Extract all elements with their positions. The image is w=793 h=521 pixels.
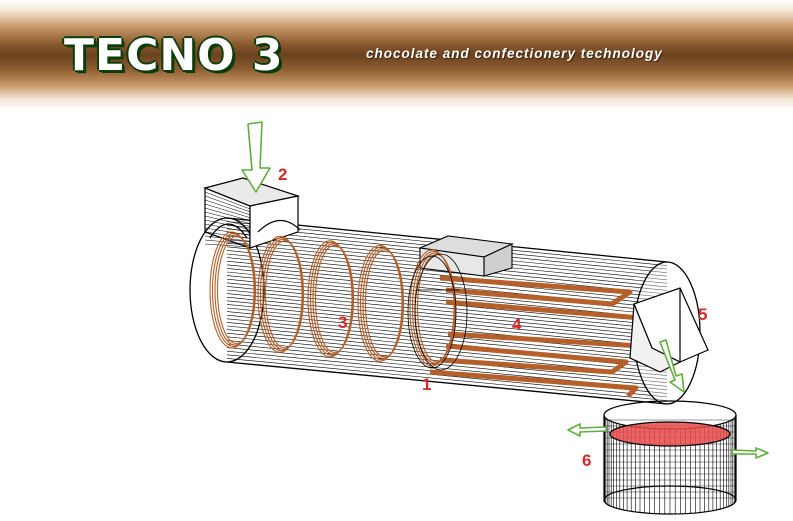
chocolate-surface [609, 421, 731, 447]
machine-diagram: 1 2 3 4 5 6 [189, 121, 769, 515]
tagline: chocolate and confectionery technology [366, 46, 663, 61]
left-arrow-icon [567, 423, 607, 437]
outlet-arrow-icon [659, 339, 685, 393]
internal-tubes [429, 275, 643, 398]
inlet-hopper [203, 177, 301, 249]
flow-arrows [241, 121, 769, 459]
label-2: 2 [278, 165, 287, 184]
logo-text: TECNO 3 [64, 30, 284, 81]
right-arrow-icon [731, 447, 769, 459]
header-banner [0, 0, 793, 110]
label-4: 4 [512, 315, 522, 334]
label-1: 1 [422, 375, 431, 394]
label-6: 6 [582, 451, 591, 470]
inlet-arrow-icon [241, 121, 271, 193]
tecno3-logo: TECNO 3 [64, 30, 284, 82]
label-3: 3 [338, 313, 347, 332]
label-5: 5 [698, 305, 707, 324]
heating-coils [209, 231, 457, 367]
